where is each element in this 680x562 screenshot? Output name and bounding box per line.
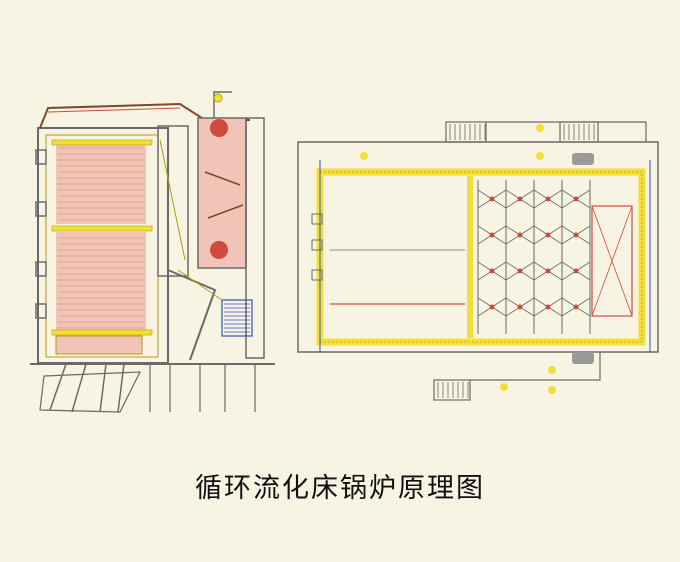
distributor-plate: [55, 335, 143, 355]
flue-box-cross: [591, 205, 633, 317]
bottom-stair: [433, 379, 471, 401]
plan-view: [297, 121, 659, 401]
tank-icon-bottom: [572, 352, 594, 364]
top-stair-left: [445, 121, 487, 143]
nozzle-icon: [545, 268, 551, 274]
nozzle-icon: [517, 232, 523, 238]
flue-box: [591, 205, 633, 317]
middle-header: [51, 225, 153, 232]
separator-truss: [477, 180, 591, 334]
feeder-icon-1: [311, 213, 323, 225]
nozzle-icon: [517, 304, 523, 310]
boiler-drawing: [30, 91, 659, 413]
stair-treads: [437, 124, 595, 398]
nozzle-icon: [573, 268, 579, 274]
economizer-coil-lines: [224, 303, 250, 333]
nozzle-icon: [545, 304, 551, 310]
nozzle-icon: [489, 232, 495, 238]
economizer-coil: [221, 299, 253, 337]
feeder-icon-2: [311, 239, 323, 251]
water-wall-tubes: [58, 147, 144, 329]
nozzle-icon: [489, 196, 495, 202]
lower-header: [51, 329, 153, 336]
nozzle-icon: [545, 196, 551, 202]
tank-icon-top: [572, 153, 594, 165]
nozzle-icon: [489, 268, 495, 274]
drum-frame: [245, 117, 265, 359]
nozzle-icon: [545, 232, 551, 238]
nozzle-icon: [573, 304, 579, 310]
diagram-caption: 循环流化床锅炉原理图: [195, 473, 485, 504]
bottom-walkway: [470, 352, 601, 381]
separator-column: [157, 125, 189, 277]
steel-columns: [149, 364, 256, 412]
upper-header: [51, 139, 153, 146]
drum-internals: [204, 171, 244, 219]
nozzle-icon: [573, 196, 579, 202]
upper-drum-icon: [210, 119, 228, 137]
nozzle-icon: [517, 268, 523, 274]
valve-icon: [213, 93, 223, 103]
separator-tube: [159, 139, 186, 261]
return-leg: [167, 269, 217, 361]
side-platforms: [35, 149, 47, 319]
top-walkway: [486, 121, 647, 142]
feeder-icon-3: [311, 269, 323, 281]
ash-hopper: [39, 371, 141, 413]
lower-drum-icon: [210, 241, 228, 259]
water-wall-lower: [56, 232, 146, 332]
side-elevation-view: [30, 91, 275, 413]
roof-tube: [47, 107, 181, 113]
support-legs: [49, 363, 125, 413]
nozzle-icon: [573, 232, 579, 238]
steam-outlet-pipe: [213, 91, 232, 118]
loop-seal: [177, 269, 223, 301]
nozzle-icon: [517, 196, 523, 202]
nozzle-icon: [489, 304, 495, 310]
water-wall-upper: [56, 142, 146, 224]
marker-dots: [360, 124, 556, 394]
furnace-plan-wall-edge: [319, 171, 643, 343]
